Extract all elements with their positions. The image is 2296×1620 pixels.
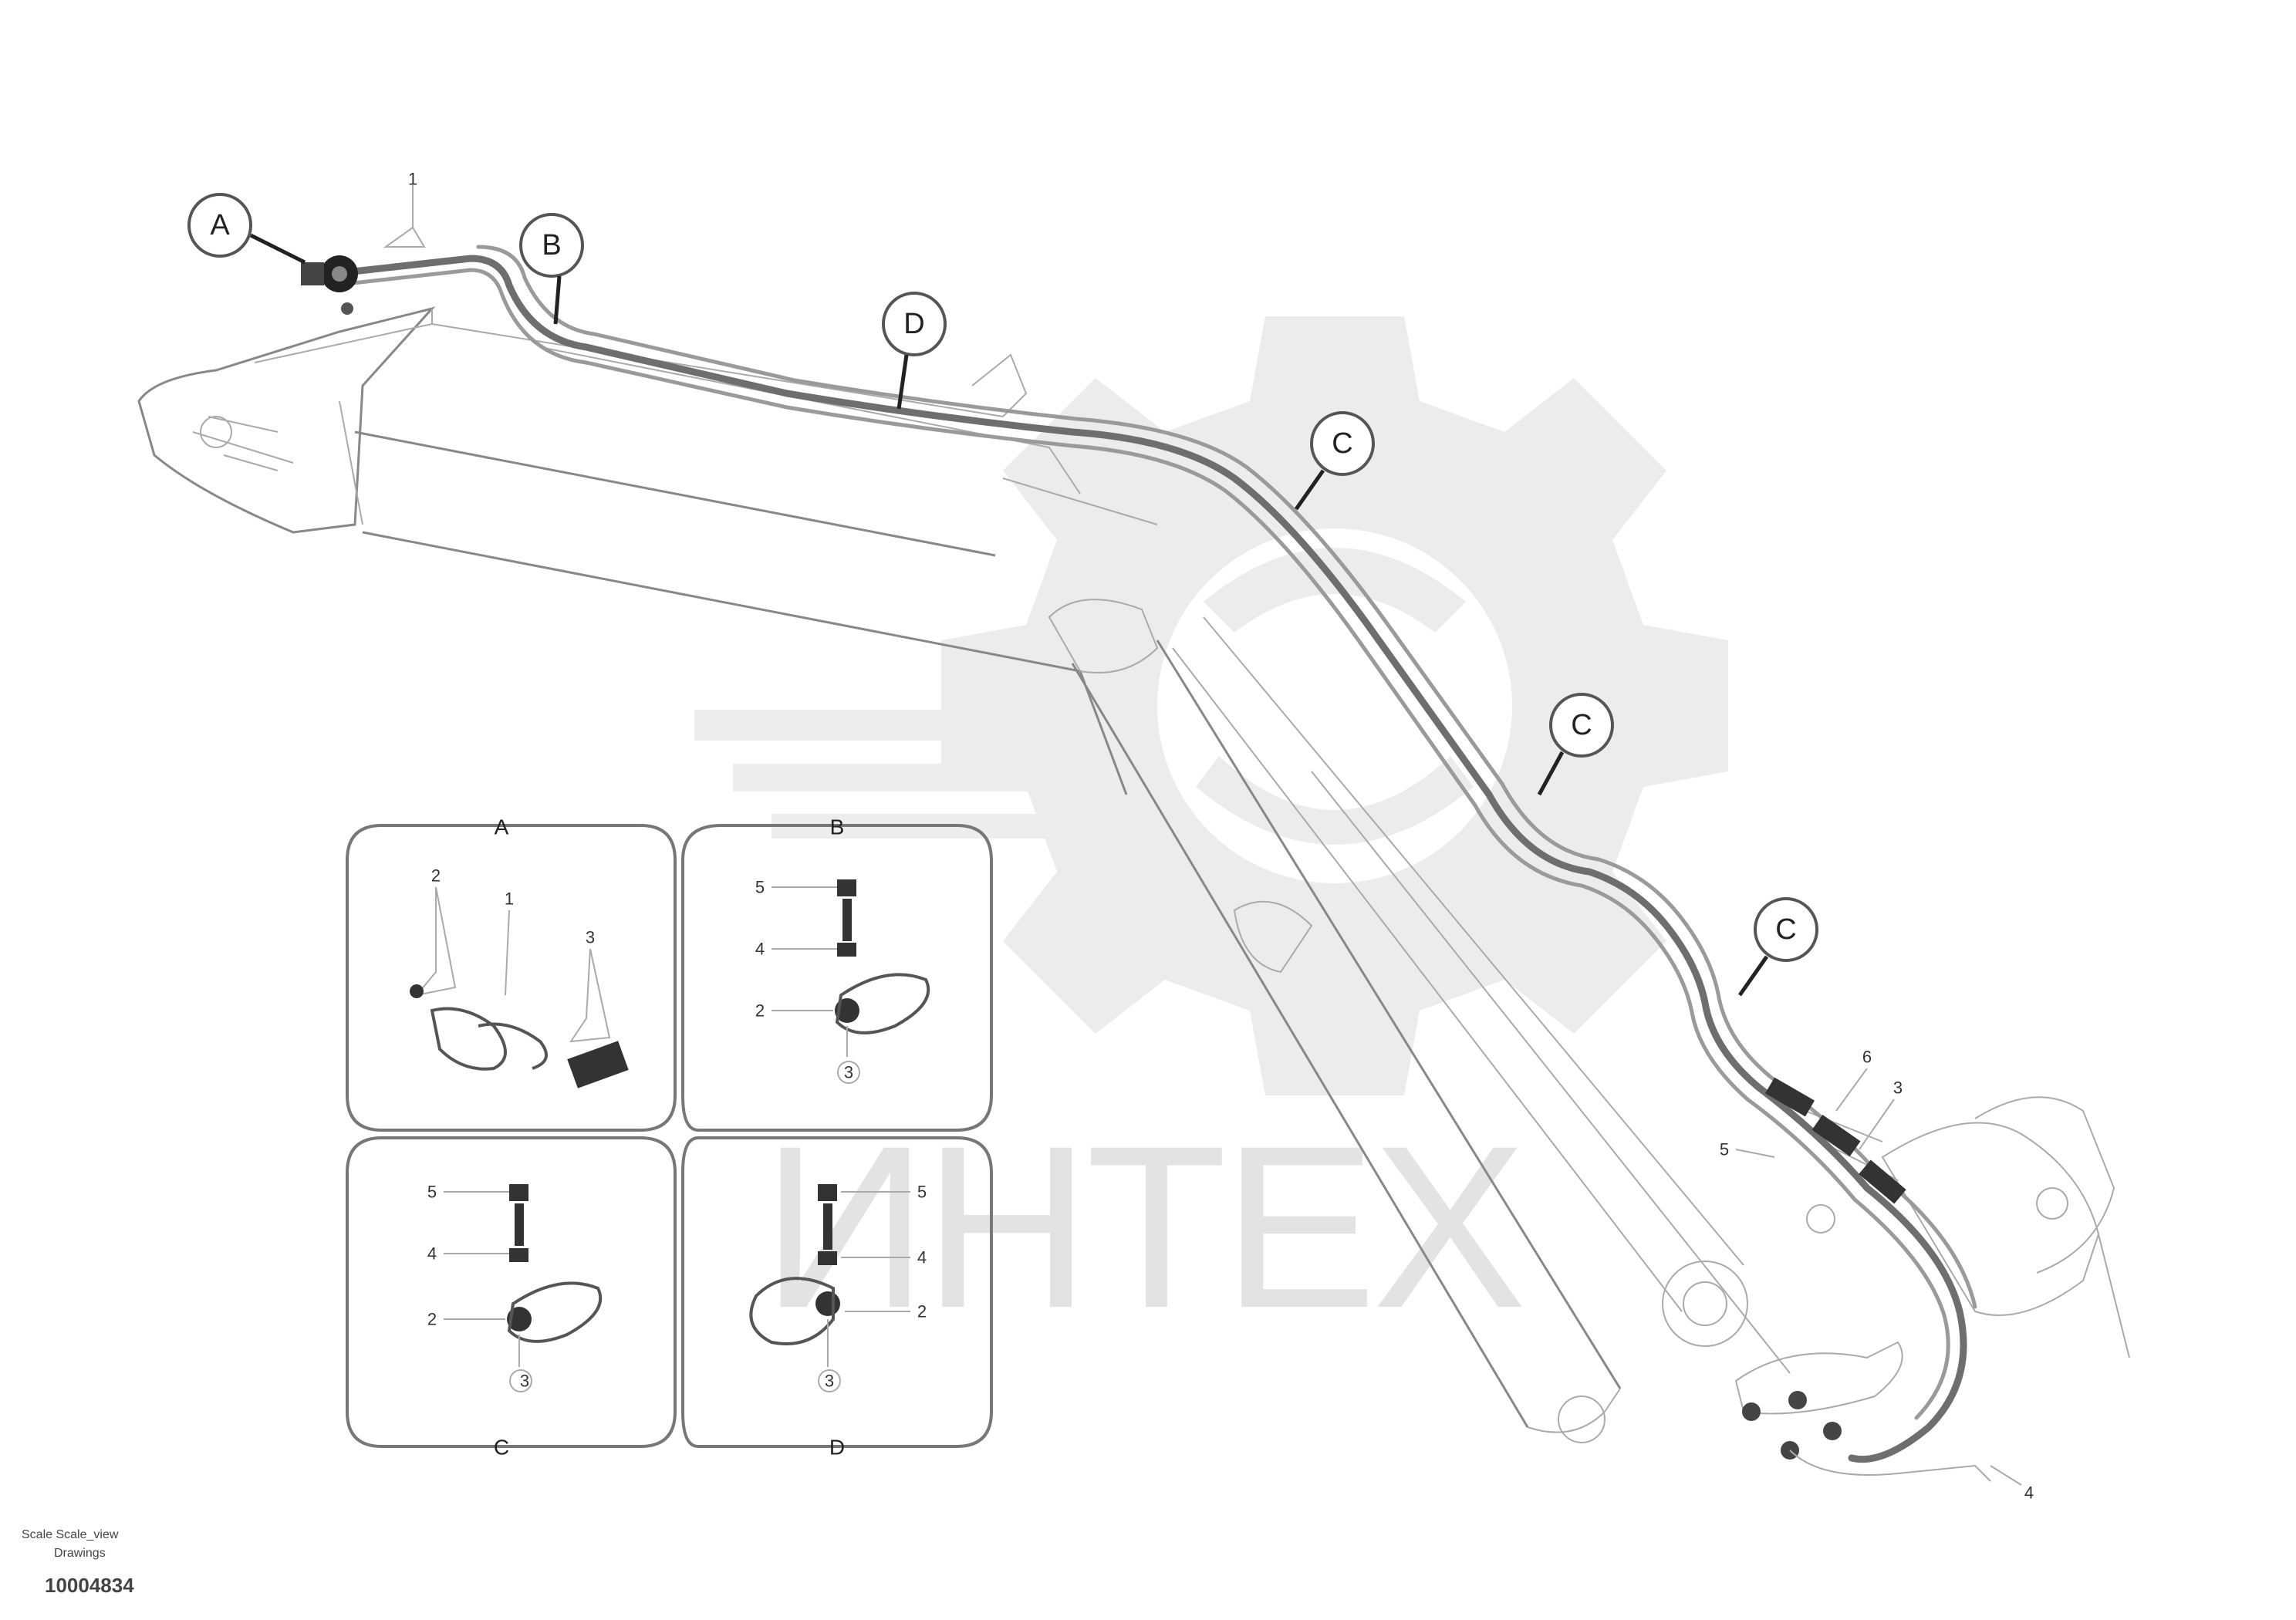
callout-c-1: C [1294,411,1375,511]
callout-a: A [187,193,306,265]
panel-d-part-3: 3 [825,1372,834,1391]
panel-d-part-2: 2 [917,1302,927,1321]
callout-c1-label: C [1332,427,1352,460]
watermark-text: ИНТЕХ [761,1097,1524,1356]
arm-structure [1048,599,2130,1482]
footer-drawings-line: Drawings [54,1547,106,1560]
detail-panel-d: D 5 4 2 3 [681,1136,993,1460]
watermark-gear-logo: ИНТЕХ [694,316,1728,1356]
detail-panel-a: A 2 1 3 [346,815,677,1132]
panel-c-label: C [494,1436,509,1460]
panel-c-part-3: 3 [520,1372,529,1391]
panel-d-label: D [829,1436,845,1460]
part-number-6: 6 [1862,1048,1872,1067]
callout-b-label: B [542,229,561,262]
callout-a-label: A [210,209,230,241]
detail-panel-c: C 5 4 2 3 [346,1136,677,1460]
panel-a-part-1: 1 [505,889,514,909]
footer-drawing-code: 10004834 [45,1574,134,1597]
panel-c-part-5: 5 [427,1183,437,1202]
part-number-3: 3 [1893,1078,1903,1098]
panel-b-part-3: 3 [844,1063,853,1082]
panel-b-part-4: 4 [755,940,765,959]
callout-d-label: D [903,308,924,340]
part-number-5: 5 [1720,1140,1729,1159]
panel-c-part-4: 4 [427,1244,437,1264]
detail-panel-b: B 5 4 2 3 [681,815,993,1132]
panel-d-part-5: 5 [917,1183,927,1202]
callout-b: B [519,213,584,325]
panel-b-part-2: 2 [755,1001,765,1021]
callout-c2-label: C [1571,709,1592,741]
callout-c3-label: C [1775,913,1796,946]
drawing-footer: Scale Scale_view Drawings 10004834 [22,1528,134,1597]
part-number-4: 4 [2024,1483,2034,1503]
panel-b-part-5: 5 [755,878,765,897]
footer-scale-line: Scale Scale_view [22,1528,119,1541]
panel-a-part-3: 3 [586,928,595,947]
panel-c-part-2: 2 [427,1310,437,1329]
panel-a-label: A [495,815,509,839]
hose-bundle [328,245,1977,1463]
callout-d: D [882,292,947,410]
callout-c-3: C [1737,897,1818,997]
panel-d-part-4: 4 [917,1248,927,1267]
callout-c-2: C [1537,693,1614,796]
coupling-a [301,185,426,315]
panel-a-part-2: 2 [431,866,441,886]
part-number-top: 1 [408,170,417,189]
panel-b-label: B [830,815,845,839]
